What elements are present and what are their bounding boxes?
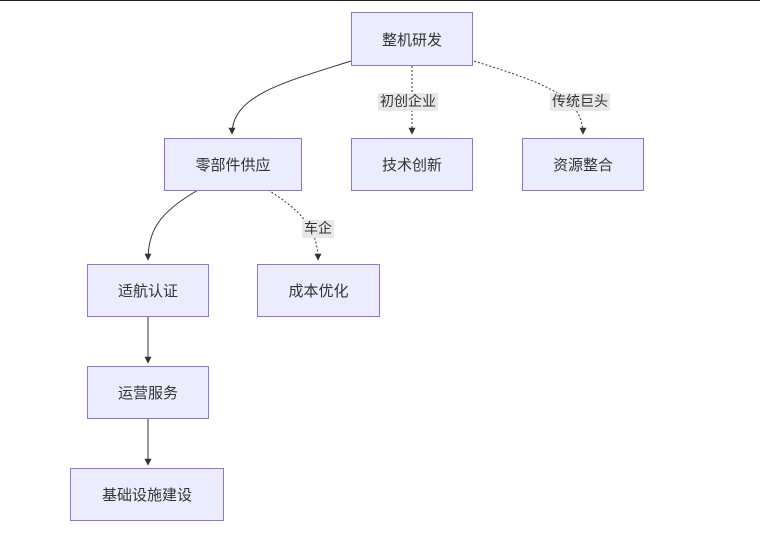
edge-root-to-resource <box>473 60 587 135</box>
edge-root-to-parts <box>228 60 352 135</box>
edge-label-incumbents: 传统巨头 <box>550 93 610 111</box>
node-resource-integration[interactable]: 资源整合 <box>522 138 644 191</box>
node-operations[interactable]: 运营服务 <box>87 366 209 419</box>
edge-label-automakers: 车企 <box>302 220 334 238</box>
node-tech-innovation[interactable]: 技术创新 <box>351 138 473 191</box>
top-border-line <box>0 0 760 1</box>
node-infrastructure[interactable]: 基础设施建设 <box>70 468 224 521</box>
edge-parts-to-airworthiness <box>144 189 199 261</box>
node-root[interactable]: 整机研发 <box>351 12 473 66</box>
node-airworthiness[interactable]: 适航认证 <box>87 264 209 317</box>
edge-label-startups: 初创企业 <box>378 93 438 111</box>
node-cost-optimization[interactable]: 成本优化 <box>257 264 380 317</box>
node-parts-supply[interactable]: 零部件供应 <box>164 138 302 191</box>
